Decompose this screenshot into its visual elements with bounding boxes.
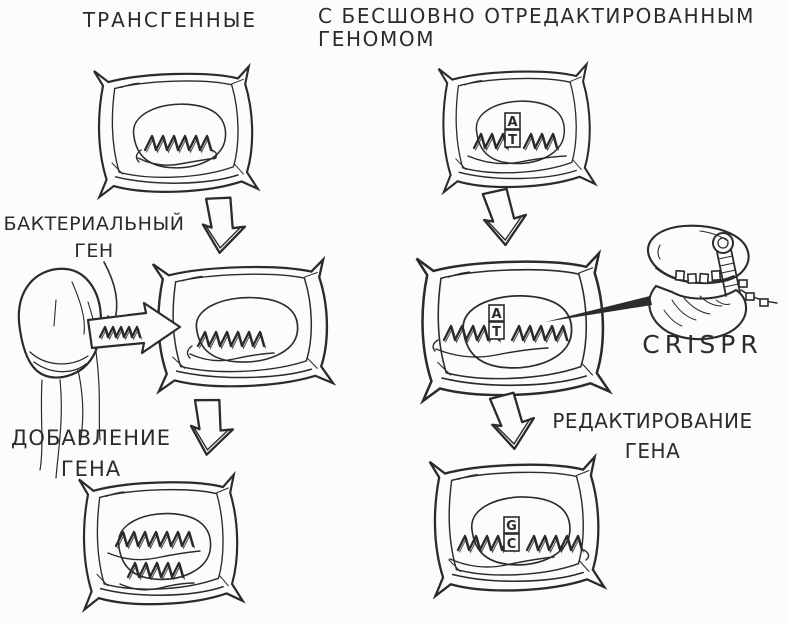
base-pair-box: A T bbox=[504, 112, 521, 148]
dna-helix-added-gene bbox=[119, 561, 195, 591]
down-arrow-icon bbox=[488, 390, 538, 452]
key-icon bbox=[712, 232, 778, 307]
base-pair-box: A T bbox=[488, 304, 505, 340]
base-letter: G bbox=[506, 519, 517, 534]
left-column-title: ТРАНСГЕННЫЕ bbox=[82, 8, 258, 32]
right-column-title-line1: С БЕСШОВНО ОТРЕДАКТИРОВАННЫМ bbox=[318, 4, 755, 28]
right-column-title: С БЕСШОВНО ОТРЕДАКТИРОВАННЫМ ГЕНОМОМ bbox=[318, 5, 755, 51]
base-letter: T bbox=[492, 325, 501, 340]
dna-helix bbox=[467, 132, 567, 165]
dna-helix bbox=[186, 330, 275, 362]
gene-editing-label-line1: РЕДАКТИРОВАНИЕ bbox=[552, 409, 753, 433]
gene-addition-label: ДОБАВЛЕНИЕ ГЕНА bbox=[0, 423, 182, 485]
base-letter: T bbox=[508, 133, 517, 148]
crispr-label: CRISPR bbox=[642, 330, 763, 359]
bacterial-gene-label-line1: БАКТЕРИАЛЬНЫЙ bbox=[3, 213, 185, 235]
crispr-pointer-line bbox=[545, 296, 652, 322]
base-pair-box: G C bbox=[503, 516, 520, 552]
dna-helix bbox=[107, 530, 201, 561]
dna-helix bbox=[135, 134, 218, 166]
down-arrow-icon bbox=[198, 193, 250, 257]
down-arrow-icon bbox=[481, 186, 529, 248]
cell-transgenic-middle bbox=[151, 258, 335, 393]
dna-helix bbox=[449, 534, 590, 568]
cell-edited-middle bbox=[415, 252, 611, 403]
base-letter: A bbox=[491, 307, 501, 322]
gene-addition-label-line2: ГЕНА bbox=[60, 457, 122, 481]
cell-transgenic-start bbox=[92, 65, 259, 199]
gene-editing-label-line2: ГЕНА bbox=[624, 439, 681, 463]
gene-insertion-arrow bbox=[86, 301, 182, 355]
bacterial-gene-label-line2: ГЕН bbox=[74, 240, 114, 262]
gene-addition-label-line1: ДОБАВЛЕНИЕ bbox=[11, 426, 171, 450]
label-pointer-line bbox=[103, 261, 122, 325]
dna-helix bbox=[432, 324, 570, 358]
gene-editing-label: РЕДАКТИРОВАНИЕ ГЕНА bbox=[535, 406, 770, 466]
down-arrow-icon bbox=[185, 395, 239, 460]
base-letter: A bbox=[507, 115, 517, 130]
right-column-title-line2: ГЕНОМОМ bbox=[318, 27, 436, 51]
base-letter: C bbox=[507, 537, 517, 552]
bacterial-gene-label: БАКТЕРИАЛЬНЫЙ ГЕН bbox=[0, 211, 188, 265]
